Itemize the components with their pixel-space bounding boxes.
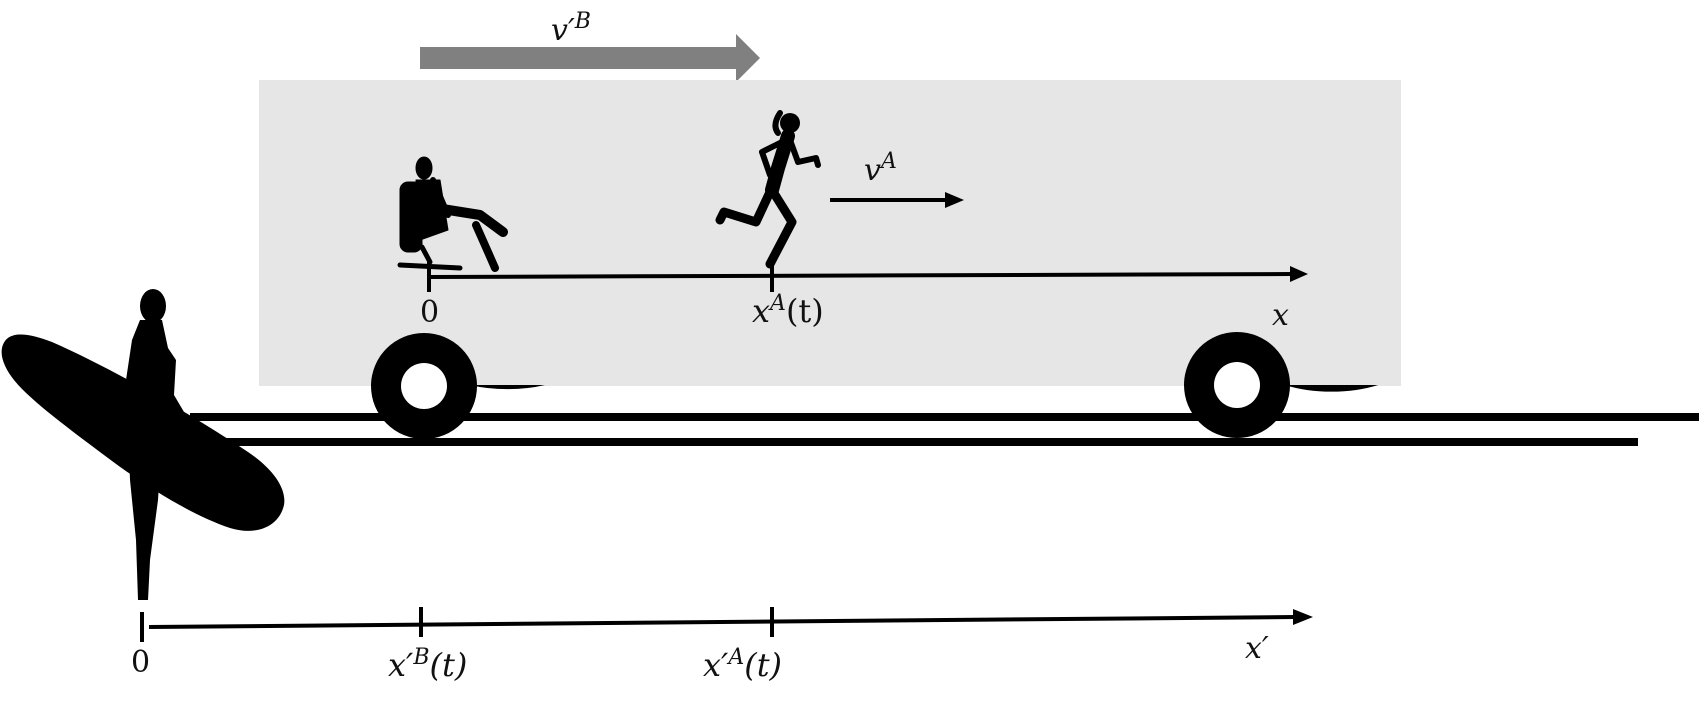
rail-lower [225,438,1638,446]
train-observer-position-label: x′B(t) [388,645,467,684]
train-velocity-label: v′B [551,9,591,48]
front-wheel [371,333,545,439]
ground-axis-label: x′ [1245,631,1269,666]
runner-velocity-arrow [830,192,964,208]
train-origin-label: 0 [420,295,439,330]
rail-upper [190,413,1699,421]
ground-origin-label: 0 [131,645,150,680]
ground-axis [140,607,1313,642]
surfer-icon [1,289,285,600]
train-body [259,80,1401,386]
runner-icon [715,110,821,269]
train-axis-label: x [1272,298,1289,333]
seated-person-icon [397,156,508,272]
rear-wheel [1184,332,1378,438]
runner-velocity-label: vA [864,149,897,188]
train-velocity-arrow [420,34,760,82]
runner-position-label: xA(t) [752,291,824,330]
runner-ground-position-label: x′A(t) [703,645,782,684]
